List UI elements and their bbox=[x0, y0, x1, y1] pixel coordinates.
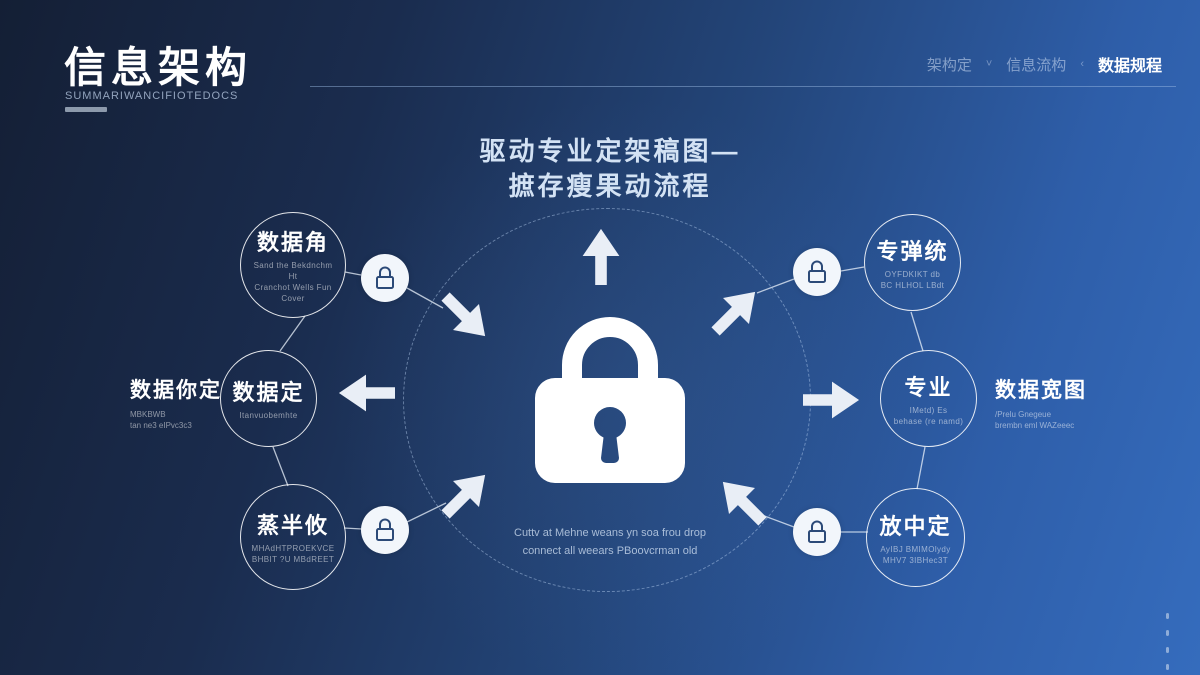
arrow-southeast-icon bbox=[431, 282, 502, 353]
node-title: 放中定 bbox=[879, 513, 952, 539]
pagination-dot[interactable] bbox=[1166, 630, 1169, 636]
breadcrumb-item-3[interactable]: 数据规程 bbox=[1097, 58, 1162, 75]
node-title: 专业 bbox=[904, 374, 953, 400]
diagram-heading-line1: 驱动专业定架稿图— bbox=[479, 136, 741, 166]
node-title: 专弹统 bbox=[876, 238, 949, 264]
breadcrumb: 架构定 ˅ 信息流构 ‹ 数据规程 bbox=[927, 52, 1162, 76]
breadcrumb-item-1[interactable]: 架构定 bbox=[926, 56, 972, 74]
center-note: Cuttv at Mehne weans yn soa frou drop co… bbox=[400, 524, 820, 560]
header-divider bbox=[310, 86, 1176, 87]
diagram-heading: 驱动专业定架稿图— 摭存瘦果动流程 bbox=[300, 134, 920, 204]
arrow-northwest-icon bbox=[707, 466, 778, 537]
padlock-badge-icon bbox=[793, 508, 841, 556]
title-underline bbox=[65, 107, 107, 112]
arrow-up-icon bbox=[580, 227, 622, 285]
arrow-northeast-icon bbox=[431, 459, 502, 530]
node-title: 数据角 bbox=[256, 230, 329, 256]
pagination-dot[interactable] bbox=[1166, 613, 1169, 619]
center-note-line2: connect all weears PBoovcrman old bbox=[522, 545, 698, 558]
padlock-badge-icon bbox=[361, 506, 409, 554]
side-label-title: 数据宽图 bbox=[995, 379, 1087, 402]
center-note-line1: Cuttv at Mehne weans yn soa frou drop bbox=[514, 527, 706, 539]
node-subtext: Itanvuobemhte bbox=[239, 411, 298, 421]
node-circle-data-mid-left: 数据定 Itanvuobemhte bbox=[220, 350, 317, 447]
arrow-left-icon bbox=[337, 372, 395, 414]
chevron-down-icon: ˅ bbox=[985, 58, 993, 70]
arrow-northeast-icon bbox=[701, 276, 772, 347]
padlock-badge-icon bbox=[361, 254, 409, 302]
arrow-right-icon bbox=[803, 379, 861, 421]
chevron-left-icon: ‹ bbox=[1080, 58, 1084, 70]
node-title: 蒸半攸 bbox=[256, 513, 329, 539]
node-title: 数据定 bbox=[232, 380, 305, 406]
page-title: 信息架构 bbox=[64, 44, 253, 91]
pagination-dots[interactable] bbox=[1166, 613, 1169, 670]
padlock-badge-icon bbox=[793, 248, 841, 296]
pagination-dot[interactable] bbox=[1166, 664, 1169, 670]
pagination-dot[interactable] bbox=[1166, 647, 1169, 653]
lock-icon bbox=[535, 317, 685, 483]
breadcrumb-item-2[interactable]: 信息流构 bbox=[1006, 56, 1067, 74]
page-subtitle: SUMMARIWANCIFIOTEDOCS bbox=[65, 90, 239, 102]
side-label-title: 数据你定 bbox=[130, 379, 222, 402]
diagram-heading-line2: 摭存瘦果动流程 bbox=[508, 171, 712, 202]
